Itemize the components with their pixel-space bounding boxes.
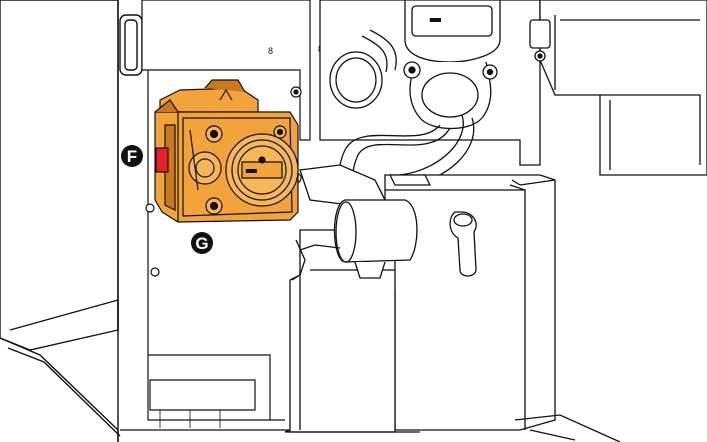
left-cabinet-panel (0, 0, 143, 442)
callout-g-label: G (195, 234, 208, 253)
canister-brand-mark: ≡≡≡ (430, 18, 441, 24)
brew-unit-highlighted: ≡≡≡ (154, 79, 299, 223)
release-tab (155, 147, 169, 173)
callout-f-label: F (127, 147, 137, 166)
panel-number-left: 8 (268, 46, 273, 56)
brew-unit-brand-mark: ≡≡≡ (246, 169, 257, 175)
callout-f: F (121, 145, 143, 167)
callout-g: G (191, 232, 213, 254)
canister-motor: ≡≡≡ (329, 0, 501, 130)
inner-cavity (120, 0, 311, 431)
spout-assembly (291, 164, 418, 281)
waste-bin-assembly (284, 174, 621, 442)
